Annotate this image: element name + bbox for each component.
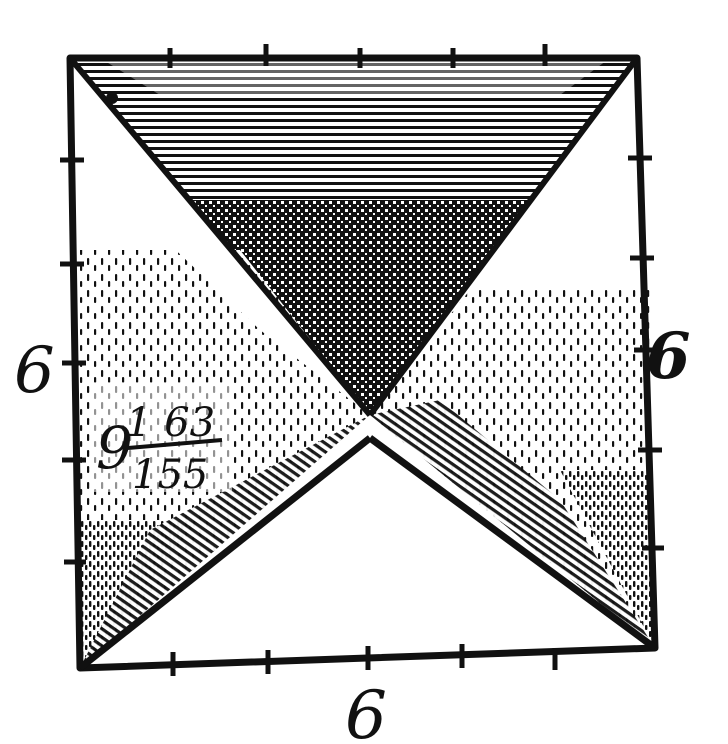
- bottom-ticks: [170, 644, 558, 676]
- edge-top-right: [367, 56, 640, 417]
- diagonal-whole: 9: [96, 414, 133, 482]
- left-ticks: [60, 157, 86, 565]
- edge-bottom-left: [77, 435, 373, 671]
- left-side-label: 6: [14, 334, 55, 408]
- right-face: [370, 58, 655, 648]
- diagonal-length-label: 9 1 63 155: [92, 382, 232, 498]
- top-face: [70, 58, 637, 415]
- edge-bottom-right: [367, 435, 658, 651]
- right-side-label: 6: [646, 319, 691, 394]
- corner-dot: [106, 92, 118, 104]
- diagonal-denominator: 155: [132, 452, 208, 498]
- bottom-face: [80, 440, 655, 668]
- top-ticks: [167, 44, 548, 68]
- fraction-bar: [127, 438, 223, 450]
- diagonal-numerator: 1 63: [126, 400, 215, 446]
- edge-top-left: [67, 56, 373, 417]
- right-ticks: [628, 155, 664, 551]
- bottom-side-label: 6: [345, 677, 387, 744]
